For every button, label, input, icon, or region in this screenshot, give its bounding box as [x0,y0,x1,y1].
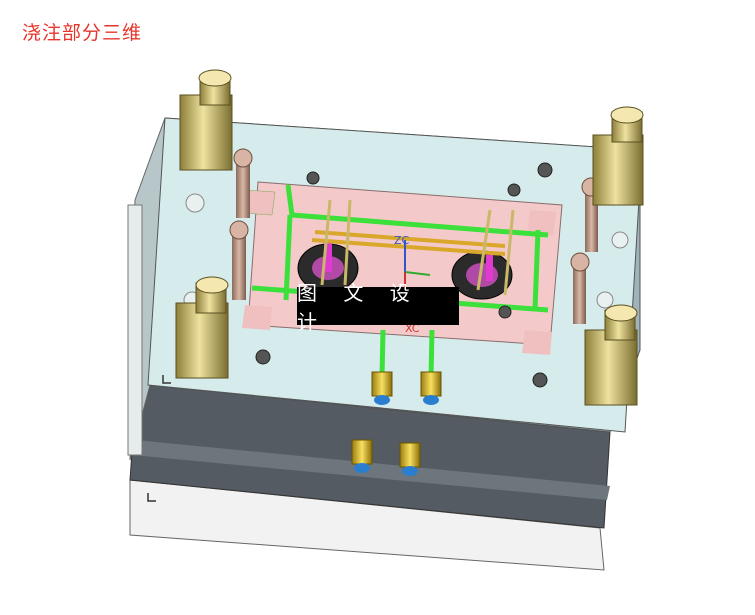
guide-pillar-bottom-left [175,276,229,379]
corner-mark-icon [147,375,171,502]
guide-pillar-top-right [592,106,644,206]
guide-pillar-top-left [179,69,233,171]
watermark-label: 图 文 设 计 [297,281,459,334]
guide-pillar-bottom-right [584,304,638,406]
page-title: 浇注部分三维 [22,22,143,44]
axis-label-x: XC [405,322,420,335]
screw-heads [255,162,553,388]
axis-label-z: ZC [394,234,410,247]
cooling-connectors [351,371,442,476]
